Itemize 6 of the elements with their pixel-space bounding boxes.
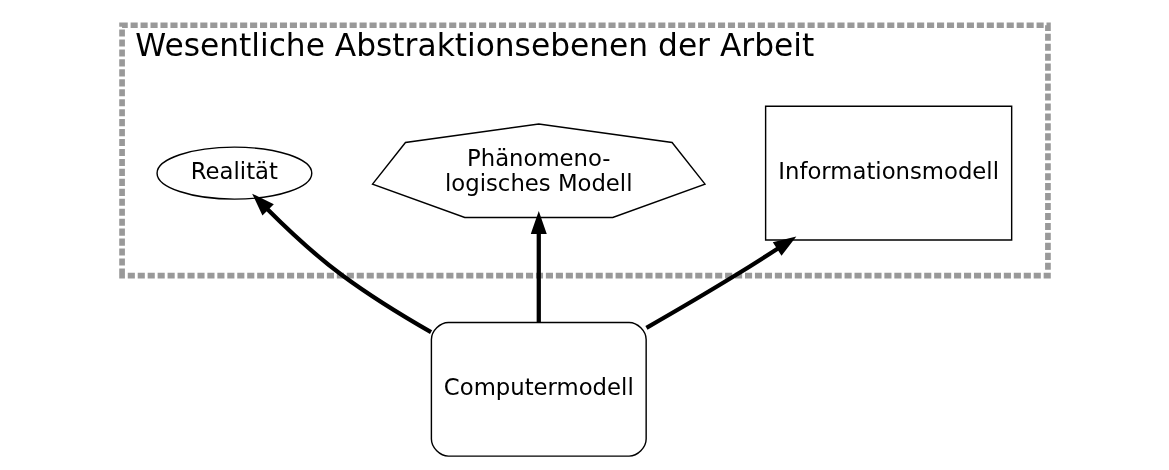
node-ellipse: Realität — [155, 146, 312, 200]
arrow — [251, 193, 432, 334]
node-box: Informationsmodell — [764, 105, 1012, 241]
arrow — [530, 211, 547, 323]
arrow — [644, 236, 796, 330]
node-box: Computermodell — [430, 321, 647, 457]
